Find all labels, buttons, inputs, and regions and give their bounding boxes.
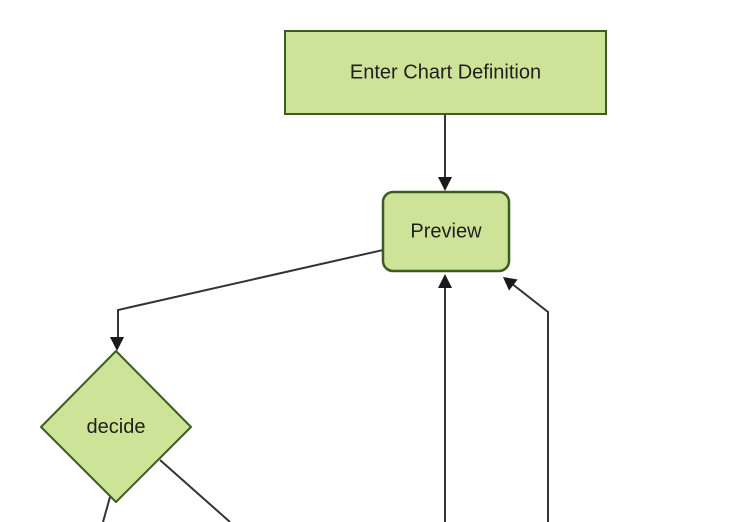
arrowhead (503, 277, 518, 291)
edge-decide-to-offscreen-right (159, 459, 231, 522)
arrowhead (438, 177, 452, 191)
edge-line (510, 282, 549, 522)
rounded-rectangle-shape (381, 190, 511, 273)
edge-offscreen-bottomright-to-preview (503, 277, 549, 522)
diamond-shape (40, 350, 192, 503)
node-label: decide (87, 416, 146, 438)
edge-offscreen-bottom-to-preview (438, 274, 452, 522)
node-decide: decide (40, 350, 192, 503)
arrowhead (110, 337, 124, 351)
node-label: Enter Chart Definition (350, 62, 541, 84)
node-enter-chart-definition: Enter Chart Definition (284, 30, 607, 115)
edge-line (159, 459, 231, 522)
arrowhead (438, 274, 452, 288)
edge-preview-to-decide (110, 249, 384, 351)
edge-enter-to-preview (438, 115, 452, 191)
node-label: Preview (410, 221, 482, 243)
rectangle-shape (284, 30, 607, 115)
node-preview: Preview (381, 190, 511, 273)
edge-line (117, 249, 384, 338)
edge-decide-to-offscreen-left (102, 496, 111, 522)
edge-line (102, 496, 111, 522)
